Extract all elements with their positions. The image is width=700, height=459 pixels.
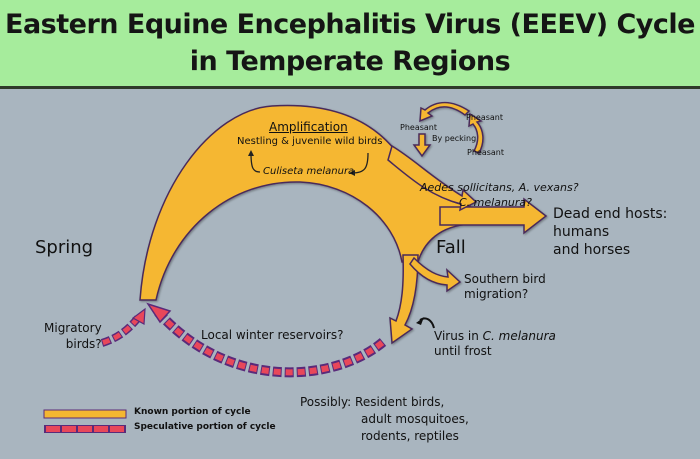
amplification-heading: Amplification	[269, 120, 348, 134]
pheasant-arrow-right	[468, 112, 484, 154]
virus-prefix: Virus in	[434, 329, 483, 343]
possibly-line3: rodents, reptiles	[361, 429, 459, 443]
winter-reservoirs-label: Local winter reservoirs?	[201, 328, 344, 342]
amplification-left-arrow	[250, 152, 261, 173]
pheasant-label-bottom: Pheasant	[467, 148, 504, 157]
southern-migration-arrow	[409, 256, 462, 293]
legend-known-label: Known portion of cycle	[134, 407, 251, 417]
dead-end-line1: Dead end hosts:	[553, 206, 668, 222]
migratory-line1: Migratory	[44, 321, 102, 335]
arrowhead-icon	[349, 170, 355, 176]
southern-line1: Southern bird	[464, 272, 546, 286]
southern-line2: migration?	[464, 287, 529, 301]
possibly-label: Possibly: Resident birds, adult mosquito…	[300, 394, 469, 445]
pecking-label: By pecking	[432, 134, 477, 143]
title-banner: Eastern Equine Encephalitis Virus (EEEV)…	[0, 0, 700, 89]
amplification-vector: Culiseta melanura	[263, 166, 355, 177]
amplification-hosts: Nestling & juvenile wild birds	[237, 136, 383, 147]
southern-migration-label: Southern bird migration?	[464, 272, 546, 302]
title-line-2: in Temperate Regions	[189, 46, 511, 77]
pheasant-label-left: Pheasant	[400, 123, 437, 132]
title-line-1: Eastern Equine Encephalitis Virus (EEEV)…	[5, 9, 695, 40]
virus-frost-label: Virus in C. melanura until frost	[434, 329, 556, 359]
legend-speculative-swatch	[44, 425, 126, 433]
known-cycle-arc	[139, 104, 471, 301]
speculative-winter-arc	[146, 302, 387, 378]
pheasant-arrow-top	[419, 101, 471, 123]
migratory-birds-arrow	[100, 307, 146, 347]
spring-label: Spring	[35, 237, 94, 258]
migratory-birds-label: Migratory birds?	[44, 320, 102, 352]
bridge-vectors-line1: Aedes sollicitans, A. vexans?	[420, 181, 579, 194]
virus-line2: until frost	[434, 344, 492, 358]
dead-end-line2: humans	[553, 224, 610, 240]
possibly-prefix: Possibly:	[300, 395, 352, 409]
legend-known-swatch	[43, 409, 127, 419]
fall-branch-arrow	[389, 254, 419, 345]
arrowhead-icon	[248, 150, 254, 156]
pheasant-arrow-left	[412, 133, 432, 158]
dead-end-line3: and horses	[553, 242, 631, 258]
legend-speculative-label: Speculative portion of cycle	[134, 422, 276, 432]
pheasant-label-top: Pheasant	[466, 113, 503, 122]
possibly-line2: adult mosquitoes,	[361, 412, 469, 426]
frost-pointer-head	[416, 317, 424, 325]
fall-label: Fall	[436, 237, 466, 258]
diagram-title: Eastern Equine Encephalitis Virus (EEEV)…	[0, 0, 700, 80]
pheasant-branch-arrow	[387, 144, 478, 212]
possibly-line1: Resident birds,	[355, 395, 445, 409]
virus-species: C. melanura	[482, 329, 556, 343]
bridge-vectors-line2: C. melanura?	[459, 196, 532, 209]
migratory-line2: birds?	[65, 337, 102, 351]
dead-end-hosts-label: Dead end hosts: humans and horses	[553, 205, 667, 259]
